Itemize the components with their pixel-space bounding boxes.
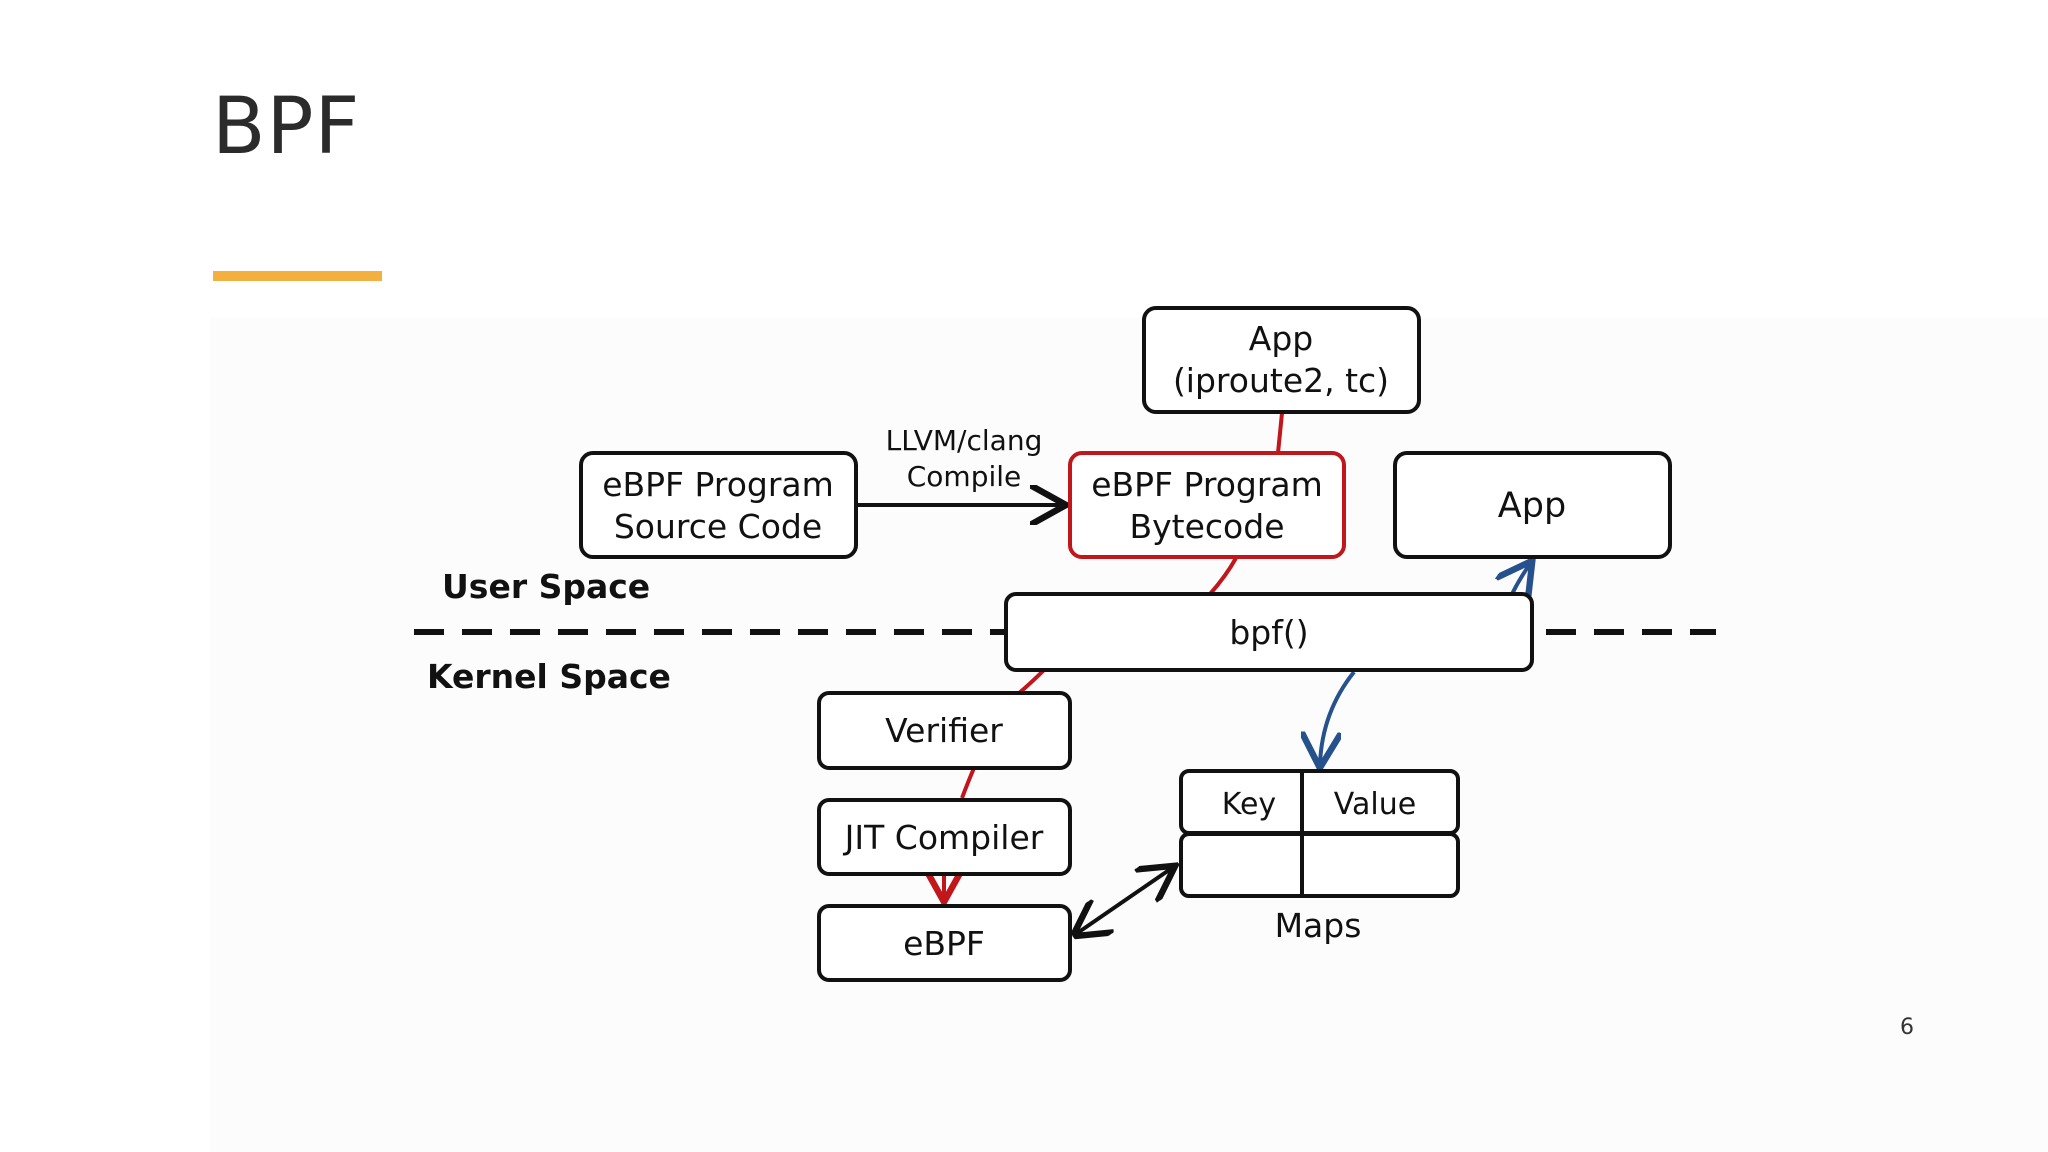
- maps-value-header: Value: [1334, 787, 1416, 822]
- bytecode-to-bpf-connector: [1208, 557, 1238, 596]
- ebpf-maps-double-arrow: [1076, 868, 1172, 934]
- bpf-to-maps-arrow: [1320, 670, 1356, 764]
- bytecode-line2: Bytecode: [1130, 507, 1285, 546]
- user-space-label: User Space: [442, 567, 650, 606]
- jit-compiler-node: JIT Compiler: [817, 798, 1072, 876]
- ebpf-node: eBPF: [817, 904, 1072, 982]
- app-label: App: [1498, 486, 1566, 526]
- title-accent-bar: [213, 271, 382, 281]
- bytecode-line1: eBPF Program: [1091, 465, 1323, 504]
- app-to-bytecode-connector: [1276, 412, 1284, 454]
- source-code-line1: eBPF Program: [602, 465, 834, 504]
- source-code-node: eBPF Program Source Code: [579, 451, 858, 559]
- app-iproute-line2: (iproute2, tc): [1173, 361, 1389, 400]
- kernel-space-label: Kernel Space: [427, 657, 671, 696]
- page-number: 6: [1900, 1015, 1914, 1040]
- verifier-label: Verifier: [885, 711, 1003, 750]
- app-node: App: [1393, 451, 1672, 559]
- bytecode-node: eBPF Program Bytecode: [1068, 451, 1346, 559]
- compile-label-line1: LLVM/clang: [886, 424, 1043, 457]
- maps-data-row: [1179, 832, 1460, 898]
- app-iproute-line1: App: [1249, 319, 1313, 358]
- maps-label: Maps: [1275, 906, 1362, 945]
- ebpf-label: eBPF: [903, 924, 985, 963]
- jit-compiler-label: JIT Compiler: [843, 818, 1044, 857]
- bpf-to-verifier-connector: [1016, 668, 1046, 696]
- app-iproute-node: App (iproute2, tc): [1142, 306, 1421, 414]
- compile-label-line2: Compile: [907, 460, 1022, 493]
- slide-title: BPF: [212, 82, 361, 172]
- bpf-to-app-arrow: [1512, 564, 1530, 594]
- maps-key-header: Key: [1222, 787, 1276, 822]
- source-code-line2: Source Code: [614, 507, 822, 546]
- maps-table: Key Value Maps: [1179, 769, 1460, 945]
- verifier-node: Verifier: [817, 691, 1072, 770]
- bpf-syscall-node: bpf(): [1004, 592, 1534, 672]
- bpf-syscall-label: bpf(): [1229, 613, 1308, 652]
- verifier-to-jit-connector: [960, 767, 976, 799]
